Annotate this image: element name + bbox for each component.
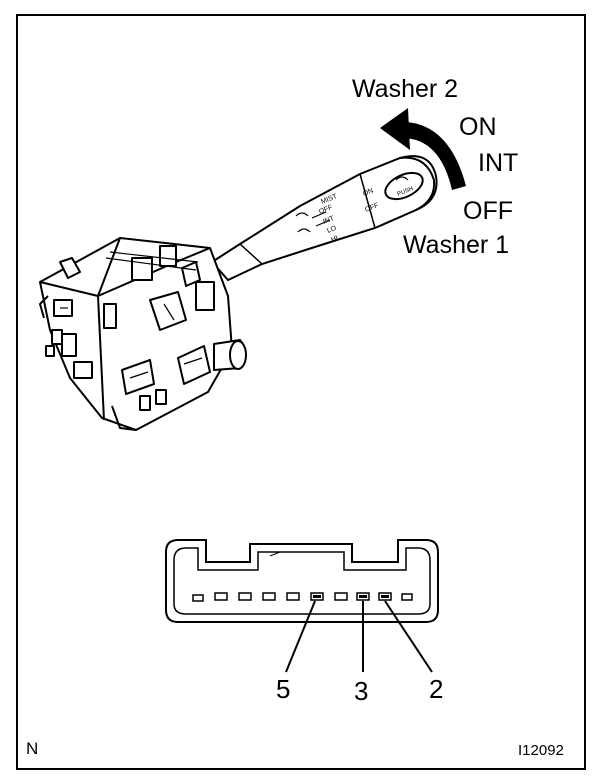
figure-code: I12092 [518,742,564,759]
switch-body-detail-lines [60,251,203,379]
pin-label-3: 3 [354,676,369,706]
connector-terminals [192,592,413,602]
connector-housing [165,539,439,623]
lever-mark-off: OFF [318,204,334,216]
corner-letter: N [26,739,39,758]
terminal-filled-marks [313,595,389,598]
rotation-arrow-icon [380,108,466,190]
label-washer-1: Washer 1 [403,231,510,259]
lever-mark-hi: HI [330,235,339,244]
pin-leader-lines [285,600,433,673]
lever-wiper-symbols [295,176,409,233]
pin-label-2: 2 [429,674,444,704]
lever-mark-on: ON [362,187,374,197]
label-on: ON [459,113,497,141]
lever-mark-lo: LO [326,225,338,235]
wiper-lever [210,155,438,282]
lever-mark-off2: OFF [364,202,380,214]
label-washer-2: Washer 2 [352,75,459,103]
pin-label-5: 5 [276,674,291,704]
label-off: OFF [463,197,513,225]
figure-border [16,14,586,770]
switch-body [39,237,247,431]
label-int: INT [478,149,519,177]
lever-mark-push: PUSH [397,186,415,198]
